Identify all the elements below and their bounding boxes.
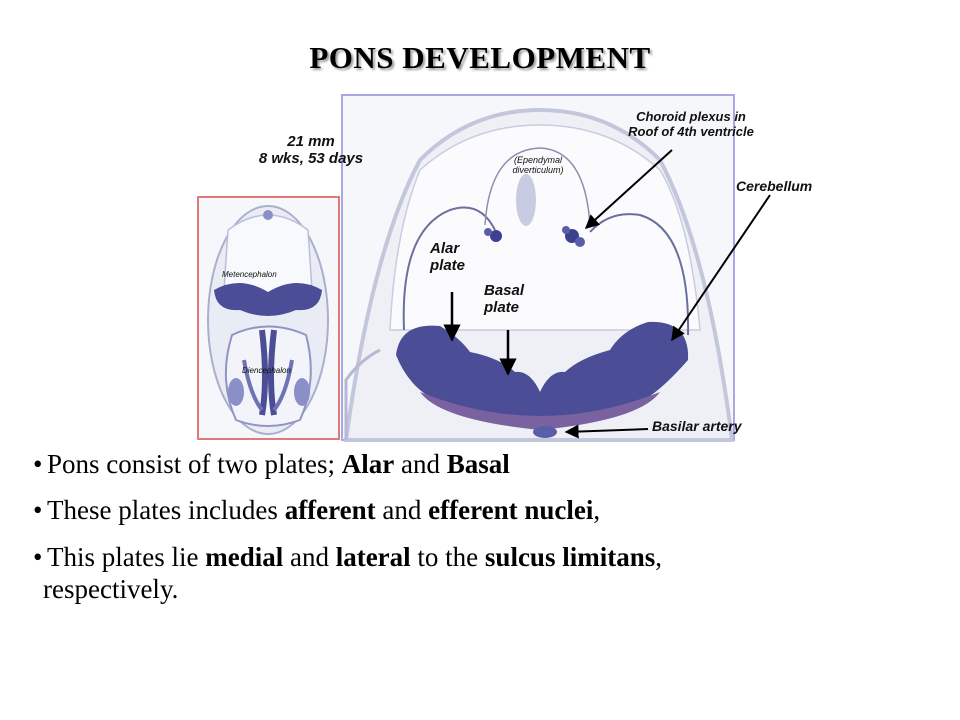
age-label: 21 mm 8 wks, 53 days bbox=[258, 133, 364, 168]
slide-title: PONS DEVELOPMENT bbox=[309, 40, 651, 75]
bullet-continuation: respectively. bbox=[43, 574, 179, 605]
histology-figure: 21 mm 8 wks, 53 days Metencephalon Dienc… bbox=[197, 94, 813, 442]
choroid-plexus-label: Choroid plexus in Roof of 4th ventricle bbox=[628, 109, 754, 139]
cerebellum-arrow bbox=[671, 194, 771, 342]
basilar-arrow bbox=[564, 424, 649, 439]
choroid-arrow bbox=[584, 149, 673, 229]
bullet-list: •Pons consist of two plates; Alar and Ba… bbox=[33, 448, 933, 620]
bullet-nuclei: •These plates includes afferent and effe… bbox=[33, 495, 601, 526]
basilar-artery-label: Basilar artery bbox=[652, 418, 742, 434]
ependymal-label: (Ependymal diverticulum) bbox=[512, 155, 564, 176]
alar-plate-label: Alar plate bbox=[430, 240, 466, 275]
small-section-tissue bbox=[207, 205, 329, 435]
large-section-tissue bbox=[343, 107, 735, 442]
basal-plate-label: Basal plate bbox=[484, 282, 525, 317]
diencephalon-label: Diencephalon bbox=[242, 366, 291, 375]
histology-illustration bbox=[197, 94, 771, 442]
bullet-position: •This plates lie medial and lateral to t… bbox=[33, 541, 662, 605]
bullet-plates: •Pons consist of two plates; Alar and Ba… bbox=[33, 449, 510, 479]
cerebellum-label: Cerebellum bbox=[736, 178, 813, 194]
metencephalon-label: Metencephalon bbox=[222, 270, 277, 279]
